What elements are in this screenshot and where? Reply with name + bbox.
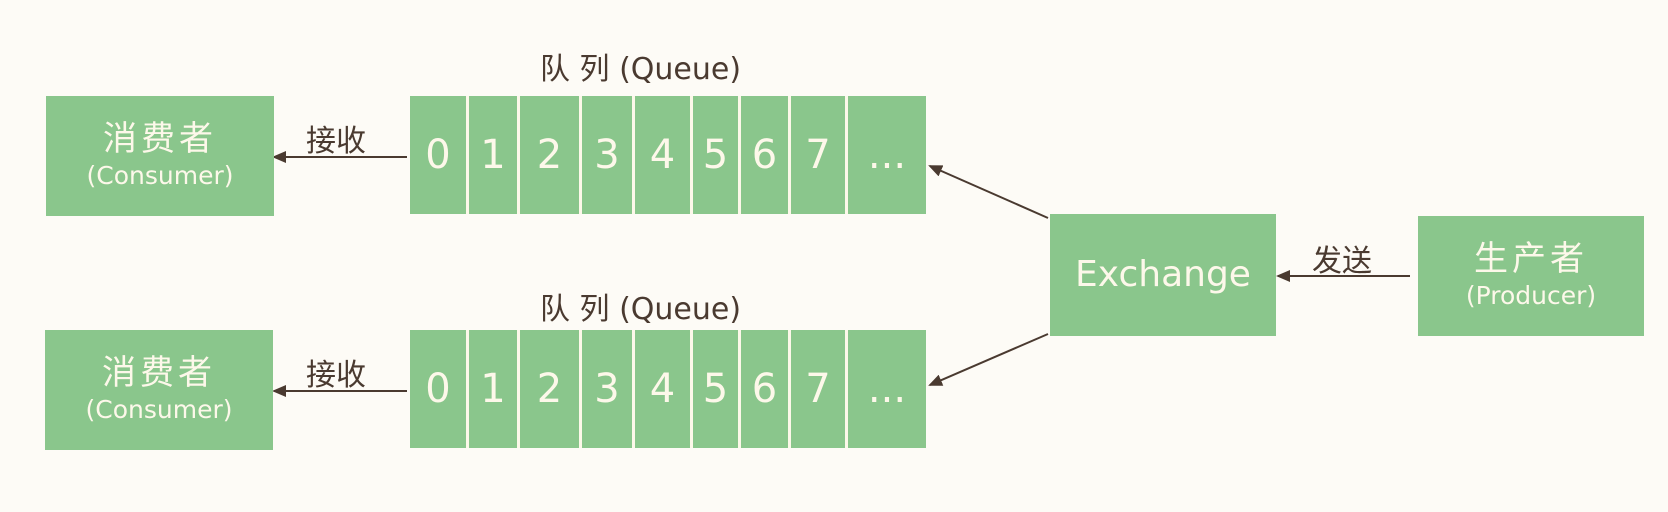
consumer-sub: (Consumer) xyxy=(85,395,233,425)
queue-cell: 7 xyxy=(791,330,848,448)
queue-cell: 2 xyxy=(520,96,582,214)
queue-cell: 3 xyxy=(582,96,635,214)
receive-label-bottom: 接收 xyxy=(306,358,366,393)
queue-bottom: 0 1 2 3 4 5 6 7 ... xyxy=(410,330,926,448)
consumer-box-top: 消费者 (Consumer) xyxy=(46,96,274,216)
exchange-box: Exchange xyxy=(1050,214,1276,336)
consumer-name: 消费者 xyxy=(102,353,216,394)
queue-cell: 4 xyxy=(635,330,693,448)
queue-cell: 0 xyxy=(410,96,469,214)
arrow-exchange-to-queue-bottom xyxy=(928,333,1049,386)
queue-cell: 1 xyxy=(469,330,520,448)
queue-cell: 5 xyxy=(693,96,741,214)
queue-cell-ellipsis: ... xyxy=(867,132,907,178)
queue-cell: 2 xyxy=(520,330,582,448)
send-label: 发送 xyxy=(1312,244,1372,279)
queue-cell: 3 xyxy=(582,330,635,448)
producer-name: 生产者 xyxy=(1474,239,1588,280)
queue-cell: 6 xyxy=(741,330,791,448)
queue-cell: 1 xyxy=(469,96,520,214)
queue-title-top: 队 列 (Queue) xyxy=(540,52,742,87)
queue-cell: 7 xyxy=(791,96,848,214)
receive-label-top: 接收 xyxy=(306,124,366,159)
queue-cell: 4 xyxy=(635,96,693,214)
queue-cell: 5 xyxy=(693,330,741,448)
queue-title-bottom: 队 列 (Queue) xyxy=(540,292,742,327)
arrow-exchange-to-queue-top xyxy=(928,165,1049,219)
queue-top: 0 1 2 3 4 5 6 7 ... xyxy=(410,96,926,214)
consumer-sub: (Consumer) xyxy=(86,161,234,191)
consumer-box-bottom: 消费者 (Consumer) xyxy=(45,330,273,450)
queue-cell: 6 xyxy=(741,96,791,214)
queue-cell: 0 xyxy=(410,330,469,448)
producer-sub: (Producer) xyxy=(1465,281,1597,311)
producer-box: 生产者 (Producer) xyxy=(1418,216,1644,336)
consumer-name: 消费者 xyxy=(103,119,217,160)
exchange-label: Exchange xyxy=(1075,254,1251,296)
queue-cell-ellipsis: ... xyxy=(867,366,907,412)
